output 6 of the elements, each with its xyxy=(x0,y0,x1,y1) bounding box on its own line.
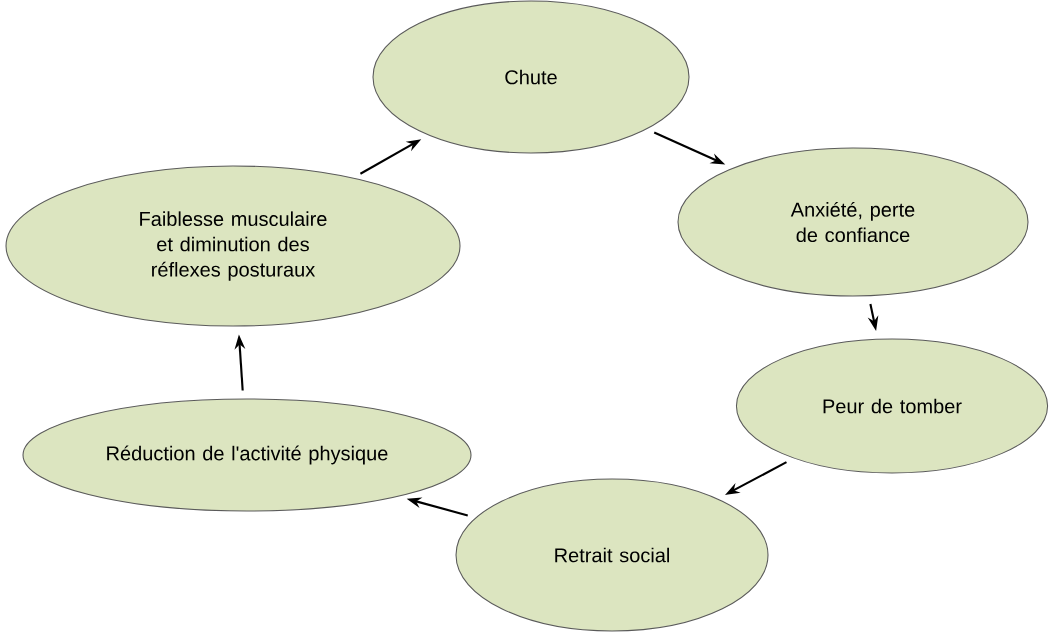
ellipse-node: Faiblesse musculaire et diminution des réflexes posturaux xyxy=(5,165,461,327)
ellipse-node: Réduction de l'activité physique xyxy=(22,398,472,512)
ellipse-node: Peur de tomber xyxy=(735,338,1049,474)
ellipse-node: Retrait social xyxy=(455,478,769,632)
ellipse-node: Anxiété, perte de confiance xyxy=(677,147,1029,297)
ellipse-node: Chute xyxy=(372,0,690,154)
